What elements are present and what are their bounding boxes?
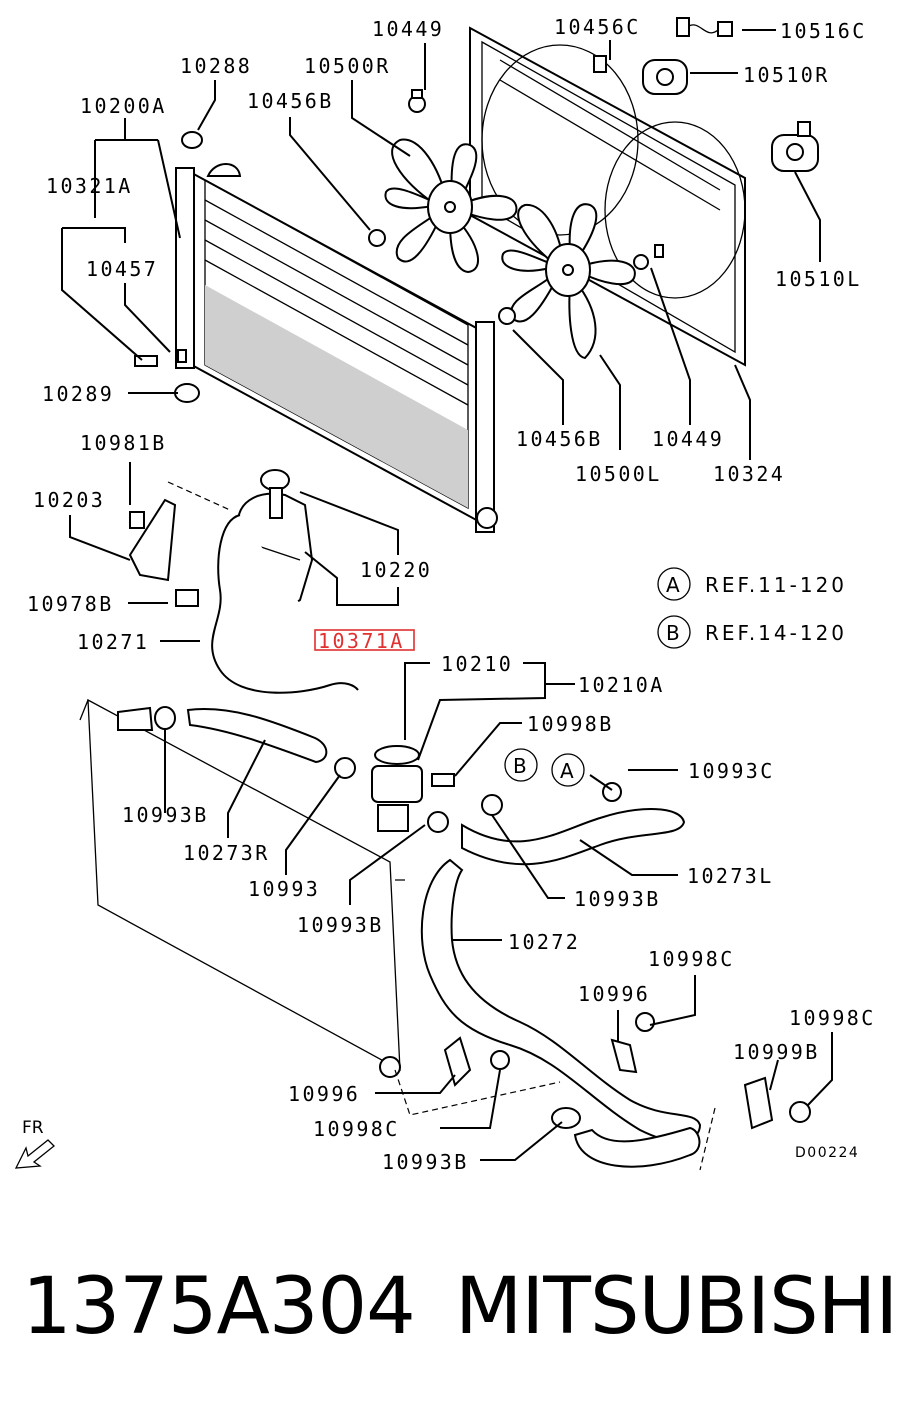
label-10324: 10324: [713, 462, 785, 486]
lower-hose: [420, 858, 702, 1168]
overflow-hose: [211, 514, 359, 694]
upper-hose-right: [117, 706, 328, 764]
reference-legend: A REF.11-120 B REF.14-120: [657, 567, 847, 649]
callout-b: B: [513, 754, 527, 778]
label-10456b-bot: 10456B: [516, 427, 603, 451]
label-10978b: 10978B: [27, 592, 114, 616]
label-10203: 10203: [33, 488, 105, 512]
water-outlet: [334, 745, 455, 833]
callout-a: A: [560, 759, 574, 783]
ref-b-letter: B: [666, 621, 680, 645]
label-10993b-c: 10993B: [574, 887, 661, 911]
fan-motor-right: [642, 17, 733, 95]
label-10273l: 10273L: [687, 864, 774, 888]
label-10288: 10288: [180, 54, 252, 78]
label-10210a: 10210A: [578, 673, 665, 697]
fan-left: [501, 203, 636, 360]
label-10510l: 10510L: [775, 267, 862, 291]
label-10449-bot: 10449: [652, 427, 724, 451]
radiator: [175, 163, 498, 533]
tank-bracket: [128, 498, 199, 607]
front-direction-indicator: FR: [14, 1118, 55, 1169]
lower-brackets: [443, 1012, 811, 1130]
label-10500l: 10500L: [575, 462, 662, 486]
label-10996-a: 10996: [578, 982, 650, 1006]
dashed-lines: [167, 481, 716, 1171]
leader-lines: [61, 29, 833, 1161]
fan-right: [384, 138, 518, 274]
label-10271: 10271: [77, 630, 149, 654]
ref-a-letter: A: [666, 573, 680, 597]
ref-a-text: REF.11-120: [705, 573, 847, 597]
small-fasteners-top: [368, 55, 664, 325]
label-10456b-top: 10456B: [247, 89, 334, 113]
label-10996-b: 10996: [288, 1082, 360, 1106]
label-10449-top: 10449: [372, 17, 444, 41]
label-10273r: 10273R: [183, 841, 270, 865]
fan-shroud: [469, 26, 746, 367]
label-10210: 10210: [441, 652, 513, 676]
upper-hose-left: [461, 782, 686, 866]
diagram-code: D00224: [795, 1145, 859, 1161]
ref-b-text: REF.14-120: [705, 621, 847, 645]
highlight-box: [314, 629, 415, 651]
label-10993: 10993: [248, 877, 320, 901]
fan-motor-left: [771, 121, 819, 172]
part-number: 1375A304: [22, 1262, 416, 1352]
label-10981b: 10981B: [80, 431, 167, 455]
label-10516c: 10516C: [780, 19, 867, 43]
fr-label: FR: [22, 1118, 44, 1138]
label-10993c: 10993C: [688, 759, 775, 783]
label-10993b-a: 10993B: [122, 803, 209, 827]
label-10220: 10220: [360, 558, 432, 582]
part-labels: 10449 10456C 10516C 10288 10500R 10510R …: [27, 15, 876, 1174]
front-arrow-icon: [14, 1139, 55, 1169]
label-10500r: 10500R: [304, 54, 391, 78]
label-10456c: 10456C: [554, 15, 641, 39]
label-10321a: 10321A: [46, 174, 133, 198]
label-10510r: 10510R: [743, 63, 830, 87]
radiator-lower-outline: [79, 698, 405, 1078]
label-10998c-a: 10998C: [648, 947, 735, 971]
label-10998b: 10998B: [527, 712, 614, 736]
label-10998c-b: 10998C: [789, 1006, 876, 1030]
label-10457: 10457: [86, 257, 158, 281]
label-10272: 10272: [508, 930, 580, 954]
label-10993b-d: 10993B: [382, 1150, 469, 1174]
label-10998c-c: 10998C: [313, 1117, 400, 1141]
radiator-mounts: [134, 131, 203, 403]
label-10289: 10289: [42, 382, 114, 406]
callout-markers: B A: [504, 748, 585, 787]
footer: 1375A304 MITSUBISHI: [0, 1262, 909, 1382]
label-10999b: 10999B: [733, 1040, 820, 1064]
label-10200a: 10200A: [80, 94, 167, 118]
label-10371a: 10371A: [318, 629, 405, 653]
brand-name: MITSUBISHI: [455, 1262, 898, 1352]
label-10993b-b: 10993B: [297, 913, 384, 937]
